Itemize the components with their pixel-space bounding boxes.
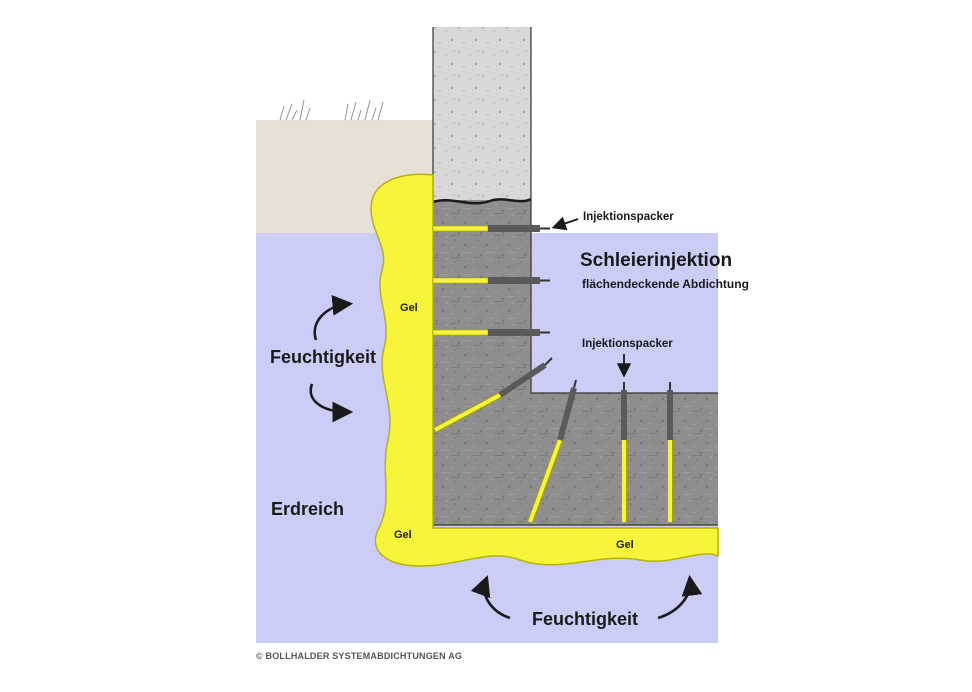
gel-layer xyxy=(370,173,719,567)
moisture-arrow-left-lower-icon xyxy=(309,383,354,423)
label-injektionspacker-top: Injektionspacker xyxy=(583,211,674,223)
label-gel-wall: Gel xyxy=(400,302,418,314)
diagram-title: Schleierinjektion xyxy=(580,250,733,271)
label-feuchtigkeit-bottom: Feuchtigkeit xyxy=(532,609,639,629)
packer-arrow-top-icon xyxy=(551,216,579,231)
wall-injections xyxy=(432,225,550,336)
grass-icon xyxy=(279,99,384,121)
corner-injection xyxy=(433,357,553,433)
floor-slab xyxy=(433,393,718,525)
floor-injections xyxy=(527,379,673,524)
label-gel-corner: Gel xyxy=(394,529,412,541)
moisture-arrow-left-upper-icon xyxy=(313,295,354,341)
label-erdreich: Erdreich xyxy=(271,499,345,519)
wall-break-line xyxy=(432,197,532,205)
copyright-note: © BOLLHALDER SYSTEMABDICHTUNGEN AG xyxy=(256,651,463,661)
moisture-arrow-bottom-left-icon xyxy=(470,575,511,620)
wall-lower-concrete xyxy=(433,200,531,395)
label-gel-floor: Gel xyxy=(616,539,634,551)
wall-upper-concrete xyxy=(433,27,531,200)
diagram-subtitle: flächendeckende Abdichtung xyxy=(582,277,749,291)
moisture-arrow-bottom-right-icon xyxy=(657,574,703,620)
label-injektionspacker-mid: Injektionspacker xyxy=(582,338,673,350)
label-feuchtigkeit-left: Feuchtigkeit xyxy=(270,347,377,367)
